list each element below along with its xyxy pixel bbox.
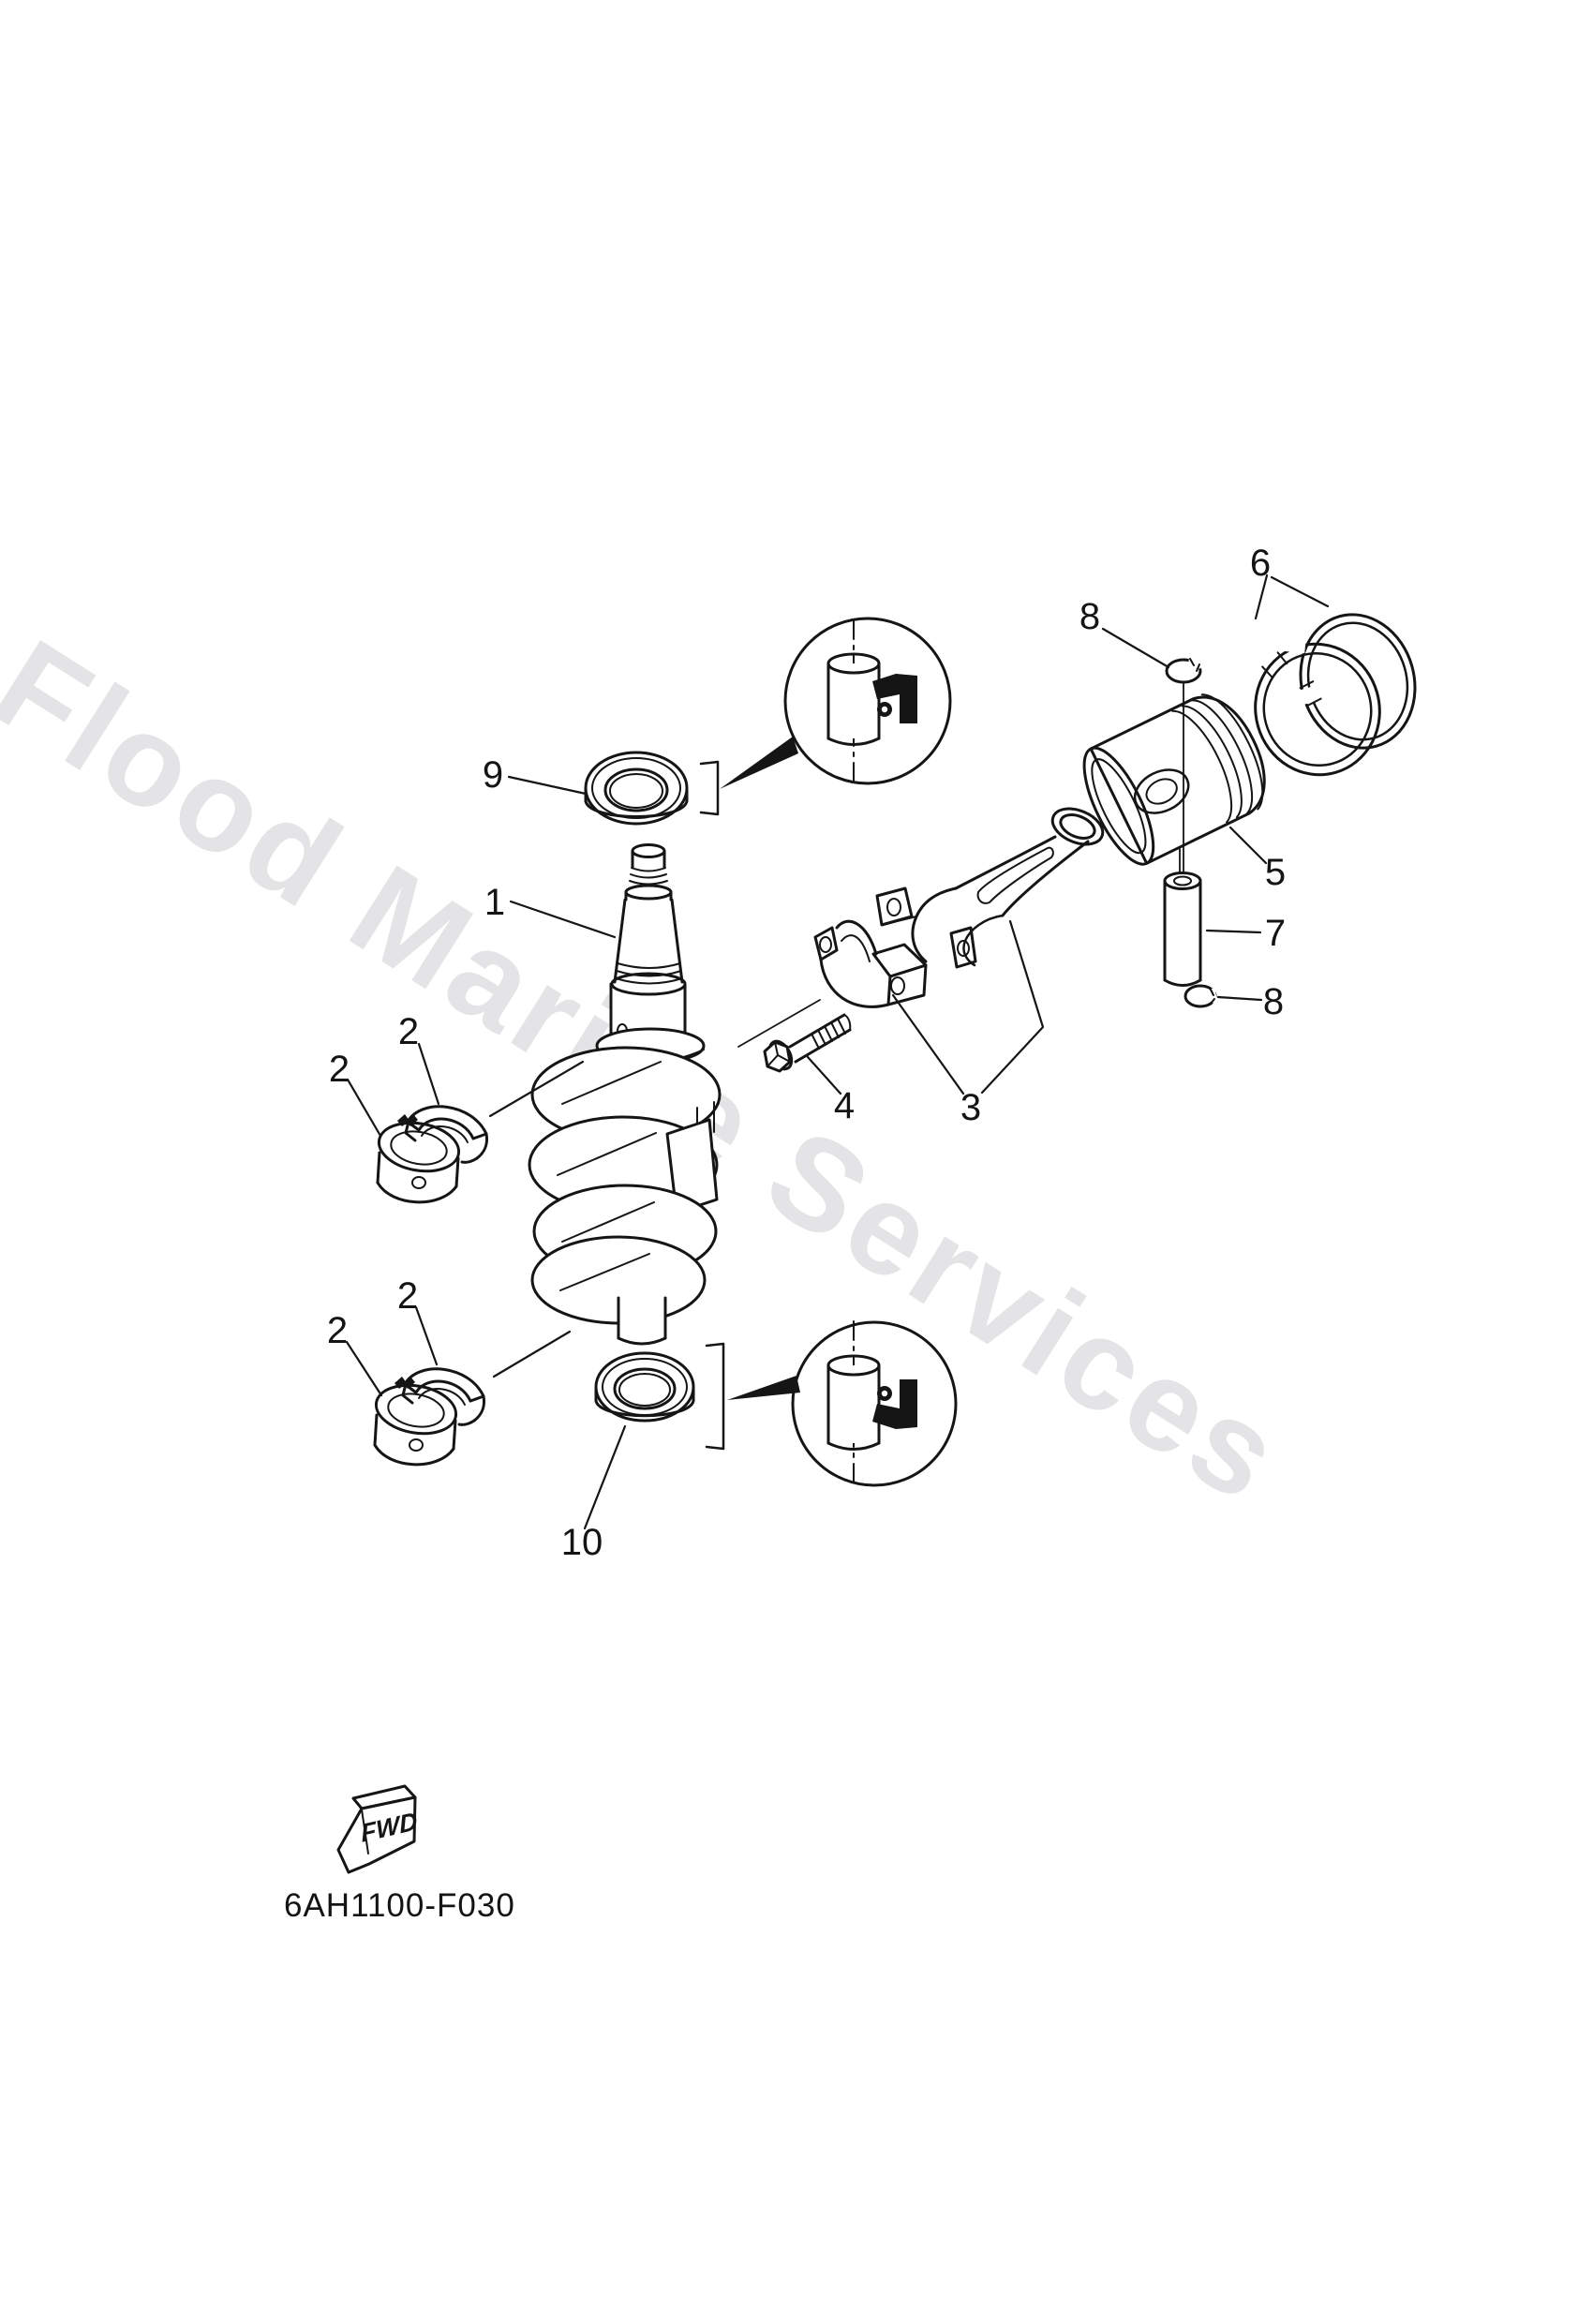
part-label-1: 1 <box>484 882 506 923</box>
main-bearing-pair-lower <box>370 1367 486 1467</box>
seal-detail-callout-top <box>783 617 952 785</box>
part-label-9: 9 <box>482 754 504 796</box>
part-label-2-upper-right: 2 <box>397 1011 420 1052</box>
callout-bracket-top <box>699 737 798 816</box>
callout-bracket-bottom <box>705 1342 800 1451</box>
part-label-8-upper: 8 <box>1079 596 1101 637</box>
leader-lines <box>345 574 1330 1530</box>
fwd-direction-icon: FWD <box>336 1784 418 1874</box>
oil-seal-lower <box>594 1351 695 1423</box>
part-label-5: 5 <box>1264 852 1287 893</box>
piston-ring-rear <box>1298 613 1417 750</box>
drawing-code: 6AH1100-F030 <box>284 1887 515 1924</box>
connecting-rod-drawing <box>737 807 1105 1073</box>
piston-pin-drawing <box>1163 872 1202 987</box>
rod-small-end <box>1050 807 1105 846</box>
part-label-2-lower-right: 2 <box>396 1275 419 1317</box>
part-label-2-lower-left: 2 <box>326 1310 349 1351</box>
main-bearing-pair-upper <box>376 1105 488 1204</box>
pin-clip-upper <box>1165 657 1203 684</box>
part-label-4: 4 <box>833 1085 856 1126</box>
piston-drawing <box>1082 693 1266 866</box>
part-label-3: 3 <box>960 1087 982 1128</box>
oil-seal-upper <box>584 751 689 826</box>
crankshaft-drawing <box>528 843 722 1346</box>
part-label-2-upper-left: 2 <box>328 1049 350 1090</box>
part-label-8-lower: 8 <box>1262 981 1285 1022</box>
part-label-10: 10 <box>560 1522 603 1563</box>
rod-cap <box>813 919 928 1008</box>
seal-detail-callout-bottom <box>791 1320 958 1487</box>
part-label-6: 6 <box>1249 543 1272 584</box>
rod-bolt <box>763 1013 852 1073</box>
pin-clip-lower <box>1184 984 1217 1008</box>
piston-ring-front <box>1254 633 1381 777</box>
part-label-7: 7 <box>1264 913 1287 954</box>
